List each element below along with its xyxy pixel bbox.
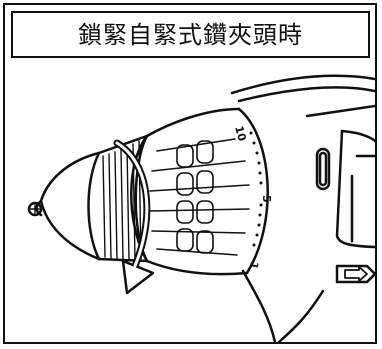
- drill-chuck-illustration: 10 5 1: [27, 74, 375, 342]
- panel-title: 鎖緊自緊式鑽夾頭時: [78, 20, 303, 49]
- scale-label-5: 5: [260, 195, 273, 203]
- title-box: 鎖緊自緊式鑽夾頭時: [11, 11, 370, 58]
- scale-label-1: 1: [247, 260, 261, 270]
- scale-label-10: 10: [232, 124, 249, 142]
- instruction-panel: 鎖緊自緊式鑽夾頭時: [3, 3, 377, 344]
